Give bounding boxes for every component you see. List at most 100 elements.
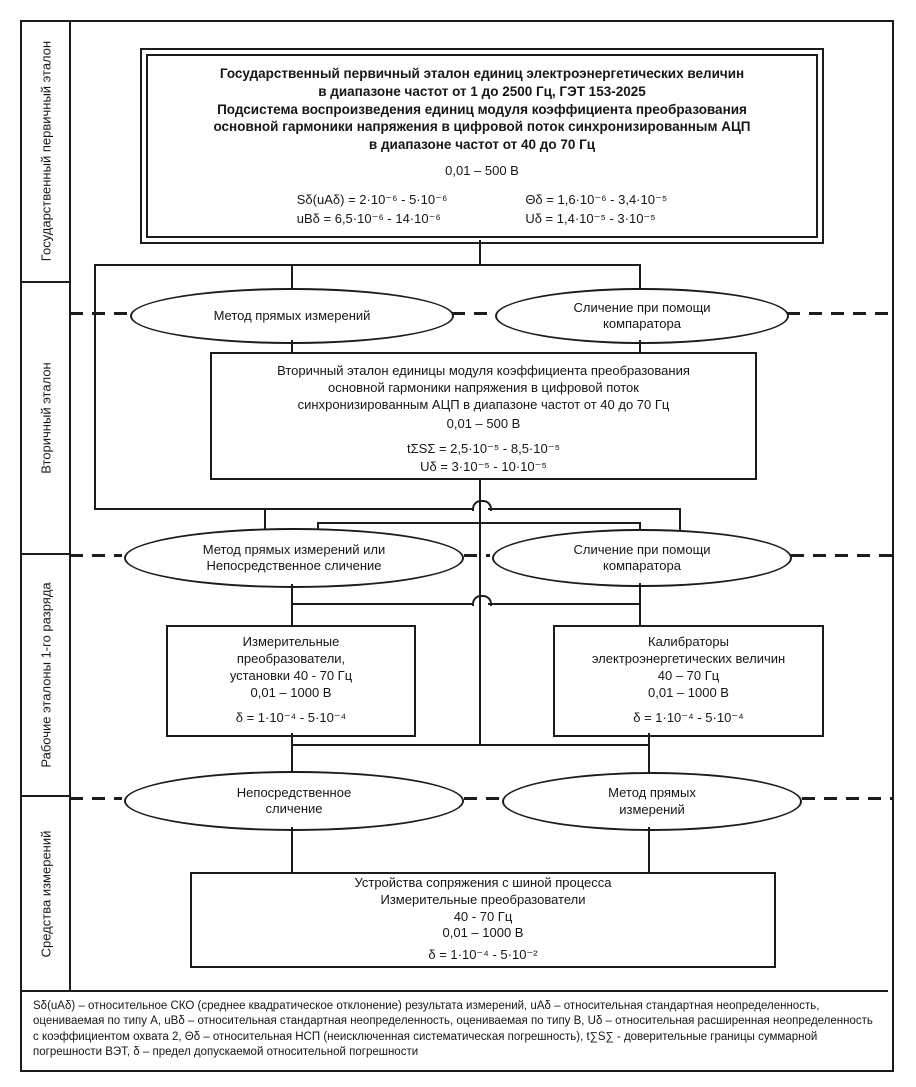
- connector-line: [95, 264, 641, 266]
- si-line2: Измерительные преобразователи: [380, 891, 586, 907]
- connector-line: [291, 340, 293, 353]
- connector-line: [264, 508, 266, 531]
- secondary-title-line2: основной гармоники напряжения в цифровой…: [328, 379, 639, 395]
- si-delta: δ = 1·10⁻⁴ - 5·10⁻²: [428, 947, 538, 963]
- primary-title-line1: Государственный первичный эталон единиц …: [219, 66, 745, 81]
- connector-line: [648, 733, 650, 745]
- working-standard-box-calibrators: Калибраторы электроэнергетических величи…: [553, 625, 824, 737]
- connector-line: [639, 522, 641, 531]
- connector-line: [291, 827, 293, 872]
- measuring-instruments-box: Устройства сопряжения с шиной процесса И…: [190, 872, 776, 968]
- dashed-level-line: [802, 797, 892, 800]
- connector-line: [317, 522, 319, 532]
- working-right-line2: электроэнергетических величин: [591, 651, 786, 667]
- dashed-level-line: [452, 312, 493, 315]
- sidebar-section-working: Рабочие эталоны 1-го разряда: [22, 555, 69, 797]
- connector-line: [648, 744, 650, 773]
- connector-line: [488, 603, 641, 605]
- si-line3: 40 - 70 Гц: [453, 908, 513, 924]
- connector-line: [291, 584, 293, 604]
- dashed-level-line: [70, 312, 128, 315]
- connector-line: [291, 603, 472, 605]
- secondary-u-value: Uδ = 3·10⁻⁵ - 10·10⁻⁵: [420, 459, 547, 475]
- dashed-level-line: [787, 312, 892, 315]
- method-ellipse-comparator-2: Сличение при помощи компаратора: [492, 529, 792, 587]
- method-ellipse-direct-comparison: Непосредственное сличение: [124, 771, 464, 831]
- sidebar-label-secondary: Вторичный эталон: [38, 362, 53, 474]
- si-line1: Устройства сопряжения с шиной процесса: [354, 874, 612, 890]
- primary-title-line4: основной гармоники напряжения в цифровой…: [213, 119, 751, 135]
- secondary-ts-value: tΣSΣ = 2,5·10⁻⁵ - 8,5·10⁻⁵: [407, 440, 560, 456]
- connector-line: [488, 508, 681, 510]
- working-right-line1: Калибраторы: [648, 634, 729, 650]
- connector-line: [291, 603, 293, 626]
- connector-line: [291, 744, 650, 746]
- method-ellipse-direct-or-comparison: Метод прямых измерений или Непосредствен…: [124, 528, 464, 588]
- connector-line: [291, 744, 293, 772]
- working-left-line2: преобразователи,: [236, 651, 346, 667]
- connector-line: [291, 733, 293, 745]
- primary-sko-value: Sδ(uAδ) = 2·10⁻⁶ - 5·10⁻⁶: [296, 192, 448, 208]
- working-left-delta: δ = 1·10⁻⁴ - 5·10⁻⁴: [235, 709, 347, 725]
- working-left-line1: Измерительные: [242, 634, 340, 650]
- primary-ub-value: uBδ = 6,5·10⁻⁶ - 14·10⁻⁶: [296, 210, 441, 226]
- sidebar-label-si: Средства измерений: [38, 830, 53, 957]
- dashed-level-line: [791, 554, 892, 557]
- primary-u-value: Uδ = 1,4·10⁻⁵ - 3·10⁻⁵: [525, 210, 656, 226]
- connector-line: [94, 264, 96, 510]
- primary-metrics-left: Sδ(uAδ) = 2·10⁻⁶ - 5·10⁻⁶ uBδ = 6,5·10⁻⁶…: [297, 191, 448, 229]
- outer-frame: [20, 20, 894, 1072]
- method-label: Метод прямых измерений или Непосредствен…: [202, 541, 386, 573]
- primary-standard-box-inner: Государственный первичный эталон единиц …: [146, 54, 818, 238]
- sidebar-divider-line: [69, 20, 71, 990]
- method-label: Непосредственное сличение: [236, 784, 352, 816]
- connector-line: [639, 603, 641, 626]
- working-right-delta: δ = 1·10⁻⁴ - 5·10⁻⁴: [633, 709, 744, 725]
- working-left-line4: 0,01 – 1000 В: [250, 684, 332, 700]
- dashed-level-line: [464, 554, 490, 557]
- dashed-level-line: [464, 797, 500, 800]
- primary-title-line3: Подсистема воспроизведения единиц модуля…: [217, 101, 747, 117]
- connector-line: [318, 522, 641, 524]
- connector-line: [291, 264, 293, 290]
- line-jump-arc: [472, 595, 492, 606]
- sidebar-label-working: Рабочие эталоны 1-го разряда: [38, 582, 53, 768]
- method-label: Метод прямых измерений: [213, 307, 371, 323]
- sidebar-section-primary: Государственный первичный эталон: [22, 20, 69, 283]
- working-left-line3: установки 40 - 70 Гц: [229, 668, 353, 684]
- connector-line: [95, 508, 472, 510]
- connector-line: [648, 827, 650, 872]
- connector-line: [679, 508, 681, 532]
- footnote-block: Sδ(uAδ) – относительное СКО (среднее ква…: [22, 990, 888, 1066]
- primary-title-line5: в диапазоне частот от 40 до 70 Гц: [368, 137, 596, 153]
- secondary-voltage-range: 0,01 – 500 В: [446, 415, 521, 431]
- si-line4: 0,01 – 1000 В: [442, 925, 524, 941]
- method-label: Метод прямых измерений: [608, 785, 696, 817]
- primary-metrics: Sδ(uAδ) = 2·10⁻⁶ - 5·10⁻⁶ uBδ = 6,5·10⁻⁶…: [297, 191, 667, 229]
- sidebar-label-primary: Государственный первичный эталон: [38, 40, 53, 261]
- connector-line: [479, 240, 481, 265]
- primary-theta-value: Θδ = 1,6·10⁻⁶ - 3,4·10⁻⁵: [525, 192, 668, 208]
- primary-voltage-range: 0,01 – 500 В: [445, 163, 519, 179]
- secondary-standard-box: Вторичный эталон единицы модуля коэффици…: [210, 352, 757, 480]
- method-label: Сличение при помощи компаратора: [573, 541, 711, 573]
- connector-line: [639, 340, 641, 353]
- connector-line-central: [479, 480, 481, 746]
- dashed-level-line: [70, 554, 122, 557]
- working-right-line3: 40 – 70 Гц: [657, 668, 720, 684]
- method-label: Сличение при помощи компаратора: [573, 299, 711, 331]
- connector-line: [639, 264, 641, 290]
- footnote-text: Sδ(uAδ) – относительное СКО (среднее ква…: [33, 1000, 873, 1058]
- connector-line: [639, 583, 641, 604]
- method-ellipse-direct-measurements: Метод прямых измерений: [130, 288, 454, 344]
- line-jump-arc: [472, 500, 492, 511]
- primary-standard-box: Государственный первичный эталон единиц …: [140, 48, 824, 244]
- method-ellipse-comparator-1: Сличение при помощи компаратора: [495, 288, 789, 344]
- working-right-line4: 0,01 – 1000 В: [648, 684, 729, 700]
- sidebar-section-secondary: Вторичный эталон: [22, 283, 69, 555]
- primary-title-line2: в диапазоне частот от 1 до 2500 Гц, ГЭТ …: [318, 83, 646, 99]
- method-ellipse-direct-measurements-2: Метод прямых измерений: [502, 772, 802, 831]
- primary-metrics-right: Θδ = 1,6·10⁻⁶ - 3,4·10⁻⁵ Uδ = 1,4·10⁻⁵ -…: [525, 191, 667, 229]
- secondary-title-line3: синхронизированным АЦП в диапазоне часто…: [297, 396, 670, 412]
